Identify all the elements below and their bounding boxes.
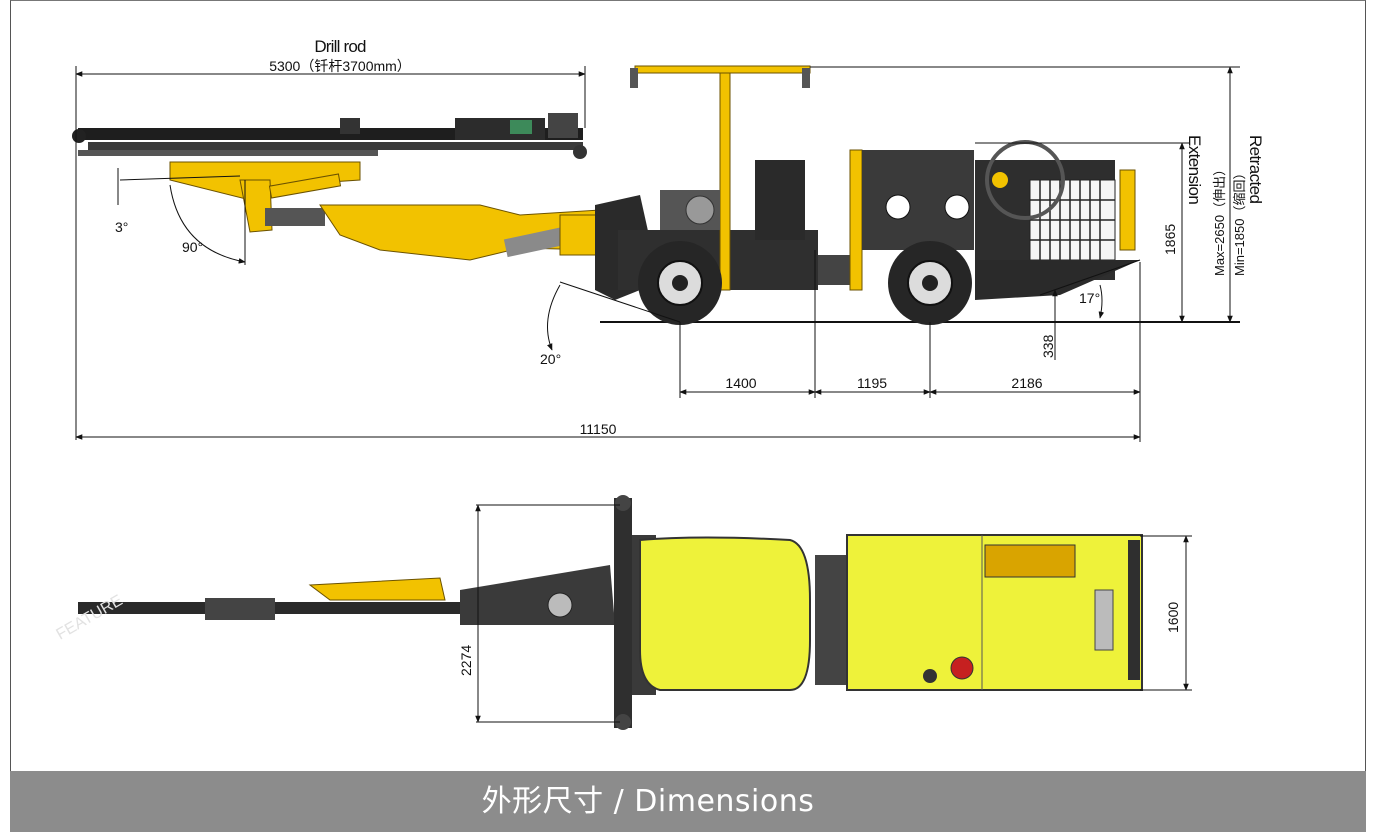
angle-90-arc	[169, 184, 246, 264]
footer-title: 外形尺寸 / Dimensions	[481, 784, 815, 819]
angle-90-label: 90°	[182, 239, 203, 255]
wheel-front	[638, 241, 722, 325]
angle-3-label: 3°	[115, 219, 128, 235]
retracted-label: Retracted	[1246, 135, 1265, 203]
dim-1195-label: 1195	[857, 375, 887, 391]
wheel-rear	[888, 241, 972, 325]
extension-label: Extension	[1185, 135, 1204, 204]
angle-17-label: 17°	[1079, 290, 1100, 306]
dim-1400-label: 1400	[725, 375, 756, 391]
angle-20-label: 20°	[540, 351, 561, 367]
side-view: Drill rod 5300（钎杆3700mm） 3° 90° 20° 17° …	[72, 37, 1265, 442]
angle-20-arc	[547, 284, 561, 351]
top-view: 2274 1600 FEATURE	[54, 495, 1192, 730]
overall-length-label: 11150	[580, 421, 617, 437]
top-width-2274-label: 2274	[458, 645, 474, 676]
drill-rod-label: Drill rod	[314, 37, 366, 56]
top-width-1600-label: 1600	[1165, 602, 1181, 633]
top-front-body	[639, 536, 811, 691]
boom-arm	[169, 161, 606, 261]
max-extension-label: Max=2650（伸出）	[1212, 163, 1227, 276]
drawing-frame	[10, 0, 1366, 771]
footer-bar: 外形尺寸 / Dimensions	[10, 771, 1366, 832]
drill-rod-length: 5300（钎杆3700mm）	[269, 58, 411, 74]
top-front-axle	[614, 498, 632, 728]
height-1865-label: 1865	[1162, 224, 1178, 255]
min-retracted-label: Min=1850（缩回）	[1232, 167, 1247, 276]
dim-2186-label: 2186	[1011, 375, 1042, 391]
watermark-text: FEATURE	[54, 592, 126, 643]
technical-drawing: Drill rod 5300（钎杆3700mm） 3° 90° 20° 17° …	[54, 37, 1265, 730]
drill-feed-beam	[72, 113, 587, 159]
ground-clearance-label: 338	[1040, 334, 1056, 358]
